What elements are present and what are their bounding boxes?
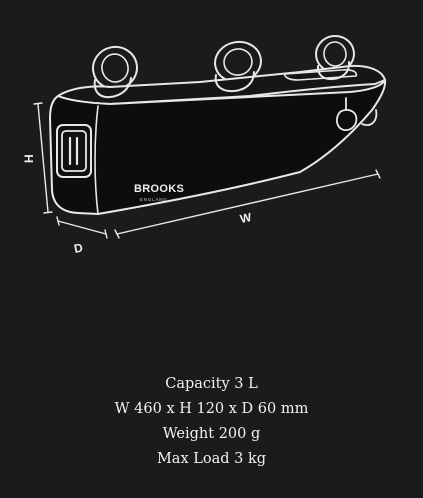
- bag-body: [49, 79, 387, 215]
- width-dimension-line: [114, 169, 381, 239]
- frame-bag-diagram: BROOKS ENGLAND H D W: [22, 34, 387, 256]
- height-dimension-line: [33, 102, 53, 214]
- product-illustration: BROOKS ENGLAND H D W: [22, 34, 387, 256]
- brand-logo: BROOKS: [134, 183, 184, 195]
- depth-label: D: [73, 240, 85, 256]
- side-pocket: [56, 124, 92, 178]
- capacity-spec: Capacity 3 L: [165, 376, 258, 392]
- weight-spec: Weight 200 g: [162, 426, 261, 442]
- width-label: W: [239, 210, 254, 226]
- dimensions-spec: W 460 x H 120 x D 60 mm: [114, 401, 309, 417]
- max-load-spec: Max Load 3 kg: [156, 451, 267, 467]
- rear-mount: [336, 97, 378, 131]
- height-label: H: [22, 154, 36, 163]
- brand-sub-logo: ENGLAND: [140, 197, 167, 202]
- depth-dimension-line: [56, 216, 108, 239]
- product-specs: Capacity 3 L W 460 x H 120 x D 60 mm Wei…: [0, 372, 423, 472]
